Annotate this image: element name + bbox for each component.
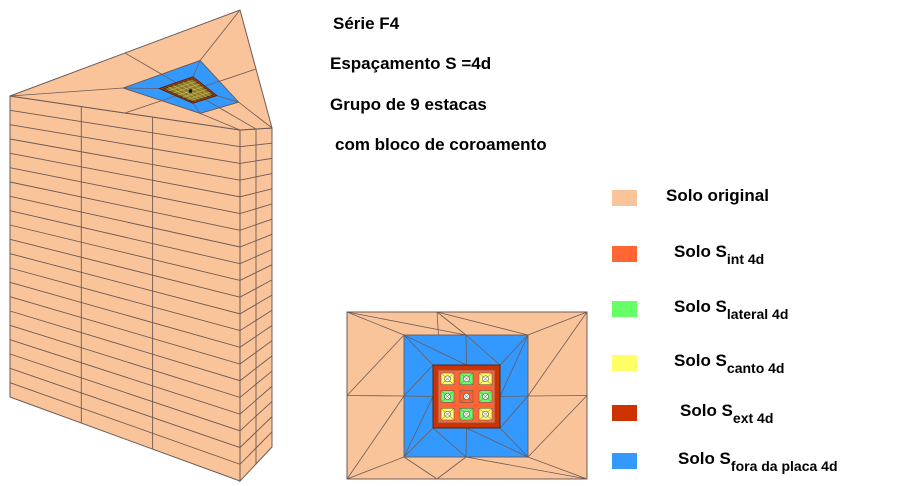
legend-label: Solo Sint 4d <box>674 242 764 267</box>
layer-line <box>9 210 273 265</box>
plan-mesh-line <box>465 456 588 480</box>
legend-label: Solo Sfora da placa 4d <box>678 449 838 474</box>
spacing-label: Espaçamento S =4d <box>330 54 492 73</box>
plan-mesh-line <box>432 427 467 458</box>
plan-mesh-line <box>346 456 405 480</box>
plan-mesh-line <box>527 311 588 336</box>
layer-line <box>9 138 273 181</box>
layer-line <box>9 324 273 398</box>
plan-mesh-line <box>436 311 467 336</box>
plan-mesh-line <box>346 334 405 396</box>
plan-mesh-line <box>466 427 529 458</box>
layer-line <box>9 224 273 281</box>
plan-mesh-line <box>478 390 493 403</box>
legend-label-base: Solo S <box>674 351 727 370</box>
layer-line <box>9 195 273 248</box>
legend-label-base: Solo S <box>680 401 733 420</box>
plan-mesh-line <box>527 395 588 458</box>
layer-line <box>9 367 273 449</box>
plan-mesh-line <box>440 408 455 421</box>
layer-line <box>9 124 273 164</box>
plan-mesh-line <box>440 372 455 385</box>
layer-line <box>9 238 273 298</box>
plan-mesh-line <box>436 311 529 336</box>
legend-label-base: Solo original <box>666 186 769 205</box>
mesh-line <box>214 94 239 103</box>
plan-mesh-line <box>459 372 474 385</box>
legend-label-subscript: fora da placa 4d <box>730 458 838 474</box>
group-label: Grupo de 9 estacas <box>330 95 487 114</box>
plan-mesh-line <box>527 395 588 397</box>
mesh-line <box>203 98 220 109</box>
plan-mesh-line <box>346 311 467 336</box>
legend-label-base: Solo S <box>678 449 731 468</box>
plan-mesh-line <box>459 390 474 403</box>
plan-mesh-line <box>465 334 501 366</box>
mesh-line <box>203 80 220 87</box>
cap-center <box>188 89 193 93</box>
legend-label: Solo Slateral 4d <box>674 297 788 322</box>
layer-line <box>9 253 273 315</box>
mesh-line <box>123 87 163 90</box>
plan-mesh-line <box>403 364 434 397</box>
legend-label-subscript: ext 4d <box>732 410 774 426</box>
layer-line <box>9 109 273 148</box>
cap-label: com bloco de coroamento <box>335 135 547 154</box>
layer-line <box>9 353 273 432</box>
legend-swatch <box>612 301 637 317</box>
layer-line <box>9 296 273 365</box>
legend-label: Solo original <box>666 186 769 206</box>
legend-swatch <box>612 355 637 371</box>
legend-swatch <box>612 405 637 421</box>
mesh-line <box>192 101 201 114</box>
legend-label-subscript: lateral 4d <box>726 306 789 322</box>
plan-mesh-line <box>346 311 405 336</box>
plan-mesh-line <box>440 390 455 403</box>
legend-swatch <box>612 453 637 469</box>
plan-mesh-line <box>499 334 529 397</box>
plan-mesh-line <box>403 456 438 480</box>
legend-label-base: Solo S <box>674 242 727 261</box>
plan-mesh-line <box>459 408 474 421</box>
series-title: Série F4 <box>333 14 400 33</box>
plan-group <box>346 311 588 480</box>
legend-label-base: Solo S <box>674 297 727 316</box>
mesh-line <box>192 60 201 79</box>
layer-line <box>9 281 273 348</box>
cap-hatch <box>187 91 211 100</box>
layer-line <box>9 339 273 415</box>
plan-mesh-line <box>527 456 588 480</box>
mesh-line <box>161 95 178 102</box>
plan-mesh-line <box>403 334 467 366</box>
legend-swatch <box>612 190 637 206</box>
legend-label: Solo Scanto 4d <box>674 351 784 376</box>
layer-line <box>9 382 273 465</box>
plan-mesh-line <box>527 311 588 397</box>
layer-line <box>9 152 273 198</box>
legend-label: Solo Sext 4d <box>680 401 773 426</box>
layer-line <box>9 181 273 231</box>
layer-line <box>9 310 273 382</box>
plan-mesh-line <box>478 408 493 421</box>
legend-label-subscript: canto 4d <box>726 360 785 376</box>
legend-swatch <box>612 246 637 262</box>
layer-line <box>9 167 273 215</box>
legend-label-subscript: int 4d <box>726 251 765 267</box>
plan-mesh-line <box>346 395 405 480</box>
layer-line <box>9 267 273 332</box>
plan-mesh-line <box>403 396 434 458</box>
mesh-line <box>161 73 178 84</box>
plan-mesh-line <box>436 456 467 480</box>
plan-mesh-line <box>499 395 529 429</box>
plan-mesh-line <box>478 372 493 385</box>
plan-mesh-line <box>346 395 405 397</box>
